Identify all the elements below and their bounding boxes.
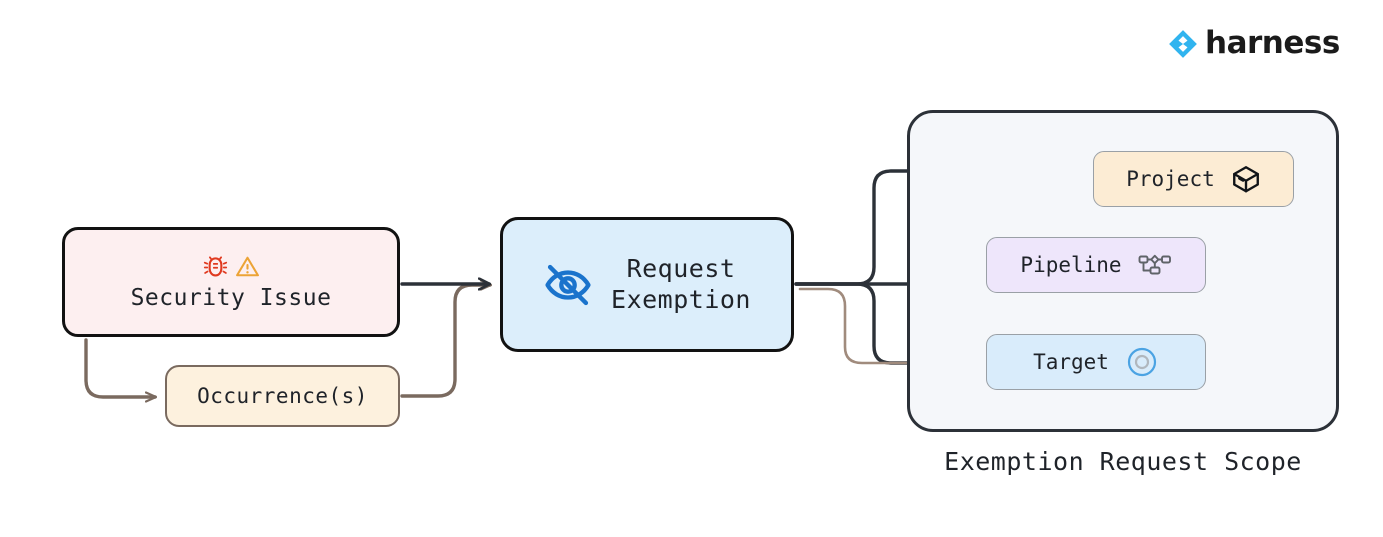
eye-slash-icon [545, 264, 591, 305]
security-issue-label: Security Issue [130, 285, 332, 311]
node-target[interactable]: Target [986, 334, 1206, 390]
request-exemption-label: Request Exemption [611, 254, 751, 315]
node-security-issue[interactable]: Security Issue [62, 227, 400, 337]
node-occurrences[interactable]: Occurrence(s) [165, 365, 400, 427]
harness-wordmark: harness [1205, 25, 1340, 61]
occurrences-label: Occurrence(s) [197, 384, 368, 408]
target-circle-icon [1125, 345, 1159, 379]
edge-occurrences-to-request [400, 285, 490, 398]
node-request-exemption[interactable]: Request Exemption [500, 217, 794, 352]
pipeline-label: Pipeline [1020, 253, 1122, 277]
node-pipeline[interactable]: Pipeline [986, 237, 1206, 293]
scope-caption: Exemption Request Scope [944, 447, 1302, 476]
harness-diamond-icon [1169, 29, 1197, 58]
cube-icon [1231, 164, 1261, 194]
pipeline-nodes-icon [1138, 252, 1172, 278]
project-label: Project [1126, 167, 1215, 191]
security-issue-icons [203, 253, 260, 279]
request-exemption-label-line1: Request [626, 254, 736, 283]
target-label: Target [1033, 350, 1109, 374]
harness-logo: harness [1168, 28, 1340, 59]
edge-security-to-occurrences [84, 338, 155, 397]
warning-triangle-icon [235, 256, 259, 276]
bug-icon [203, 255, 227, 277]
node-project[interactable]: Project [1093, 151, 1294, 207]
request-exemption-label-line2: Exemption [611, 284, 751, 314]
